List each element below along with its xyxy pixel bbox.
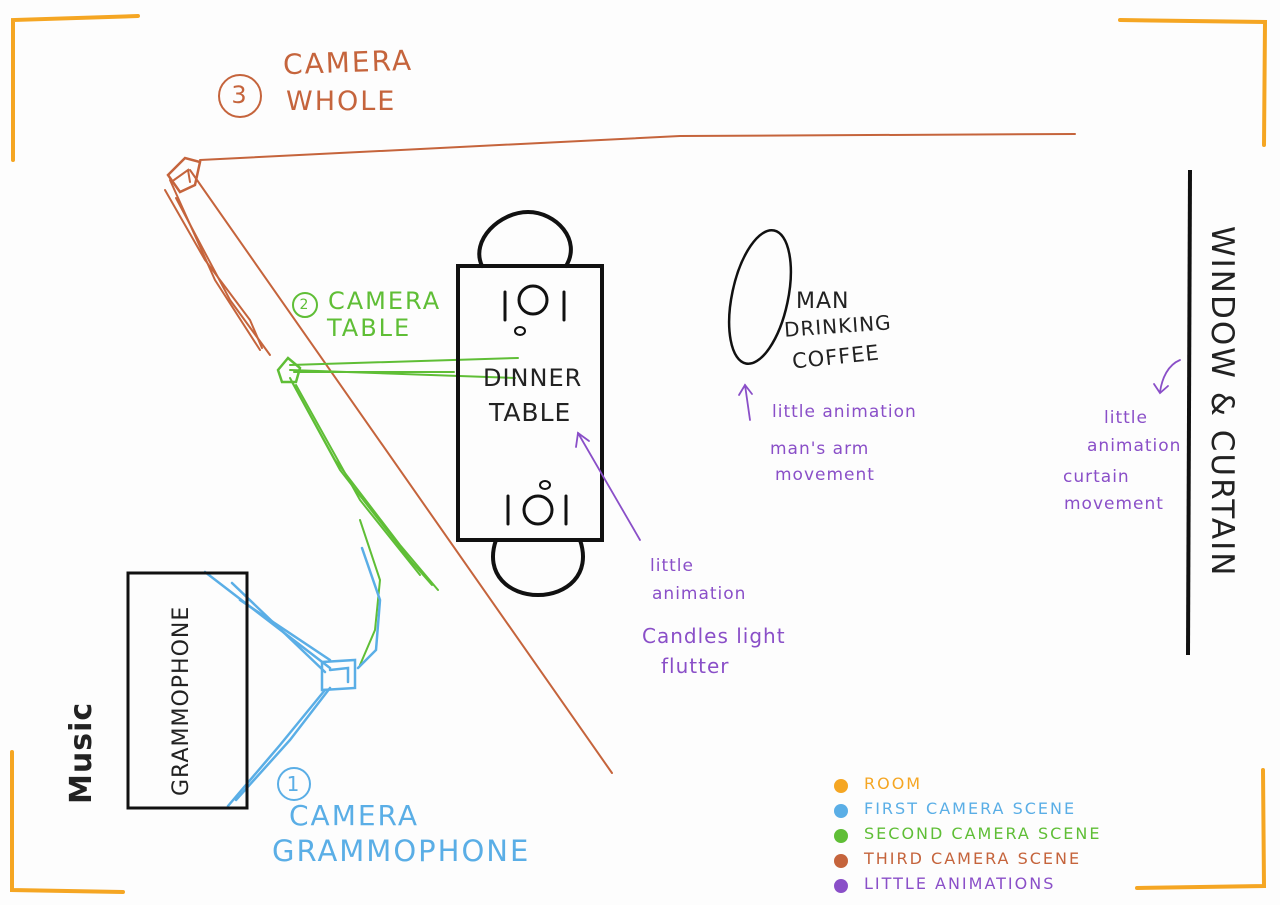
legend-dot-animations bbox=[834, 879, 848, 893]
camera-2-subtitle: TABLE bbox=[327, 314, 412, 342]
dinner-table-label-line1: DINNER bbox=[483, 364, 583, 392]
curtain-animation-note-line2: animation bbox=[1087, 436, 1182, 456]
arrow-curtain bbox=[1159, 359, 1181, 393]
room-corner-bottom-right bbox=[1135, 768, 1267, 890]
man-label-line1: MAN bbox=[796, 289, 850, 314]
curtain-animation-note-line1: little bbox=[1104, 408, 1148, 428]
man-ellipse bbox=[727, 228, 793, 366]
curtain-animation-note-line3: curtain bbox=[1063, 467, 1130, 487]
man-animation-note-line2: man's arm bbox=[770, 439, 870, 459]
camera-2-number: 2 bbox=[292, 292, 318, 318]
legend-dot-first-camera bbox=[834, 804, 848, 818]
grammophone-label: GRAMMOPHONE bbox=[169, 605, 194, 796]
camera-2-title: CAMERA bbox=[328, 287, 442, 315]
camera-1-title: CAMERA bbox=[289, 799, 420, 832]
room-corner-top-right bbox=[1118, 18, 1268, 147]
dinner-table-rect bbox=[456, 264, 604, 542]
legend-label-second-camera: SECOND CAMERA SCENE bbox=[864, 824, 1102, 843]
grammophone-box bbox=[126, 571, 249, 810]
first-camera-icon bbox=[320, 658, 357, 692]
window-curtain-label: WINDOW & CURTAIN bbox=[1204, 226, 1240, 578]
candles-animation-note-line3: Candles light bbox=[642, 624, 786, 648]
legend-label-first-camera: FIRST CAMERA SCENE bbox=[864, 799, 1077, 818]
legend-label-animations: LITTLE ANIMATIONS bbox=[864, 874, 1056, 893]
room-corners bbox=[10, 14, 1268, 894]
music-label: Music bbox=[64, 701, 99, 804]
legend-dot-third-camera bbox=[834, 854, 848, 868]
man-animation-note-line1: little animation bbox=[772, 402, 917, 422]
chair-top bbox=[477, 209, 573, 268]
camera-1-subtitle: GRAMMOPHONE bbox=[272, 834, 531, 868]
room-corner-bottom-left bbox=[10, 750, 125, 894]
arrow-table bbox=[577, 432, 641, 541]
legend-item-animations: LITTLE ANIMATIONS bbox=[834, 872, 1114, 897]
second-camera-view bbox=[276, 356, 519, 666]
camera-3-subtitle: WHOLE bbox=[286, 86, 397, 117]
legend-label-third-camera: THIRD CAMERA SCENE bbox=[864, 849, 1082, 868]
legend-item-third-camera: THIRD CAMERA SCENE bbox=[834, 847, 1114, 872]
camera-3-title: CAMERA bbox=[282, 43, 414, 82]
legend-item-first-camera: FIRST CAMERA SCENE bbox=[834, 797, 1114, 822]
legend-label-room: ROOM bbox=[864, 774, 923, 793]
third-camera-diagonal-ray bbox=[189, 169, 613, 774]
dinner-table-label-line2: TABLE bbox=[489, 398, 572, 427]
legend-item-room: ROOM bbox=[834, 772, 1114, 797]
third-camera-top-ray bbox=[199, 133, 1076, 161]
chair-bottom bbox=[491, 538, 585, 598]
color-legend: ROOM FIRST CAMERA SCENE SECOND CAMERA SC… bbox=[834, 772, 1114, 897]
man-animation-note-line3: movement bbox=[775, 465, 875, 485]
curtain-animation-note-line4: movement bbox=[1064, 494, 1164, 514]
second-camera-icon bbox=[276, 356, 302, 384]
candles-animation-note-line2: animation bbox=[652, 584, 747, 604]
dinner-table-drawing bbox=[456, 209, 604, 598]
camera-1-number: 1 bbox=[277, 767, 311, 801]
candles-animation-note-line4: flutter bbox=[661, 654, 730, 678]
legend-item-second-camera: SECOND CAMERA SCENE bbox=[834, 822, 1114, 847]
third-camera-icon bbox=[166, 156, 202, 194]
candles-animation-note-line1: little bbox=[650, 556, 694, 576]
window-wall bbox=[1186, 169, 1192, 656]
animation-arrows bbox=[575, 359, 1181, 541]
arrow-man bbox=[744, 384, 751, 421]
room-corner-top-left bbox=[11, 14, 140, 162]
third-camera-view bbox=[164, 133, 1076, 774]
camera-3-number: 3 bbox=[218, 74, 262, 118]
legend-dot-room bbox=[834, 779, 848, 793]
legend-dot-second-camera bbox=[834, 829, 848, 843]
